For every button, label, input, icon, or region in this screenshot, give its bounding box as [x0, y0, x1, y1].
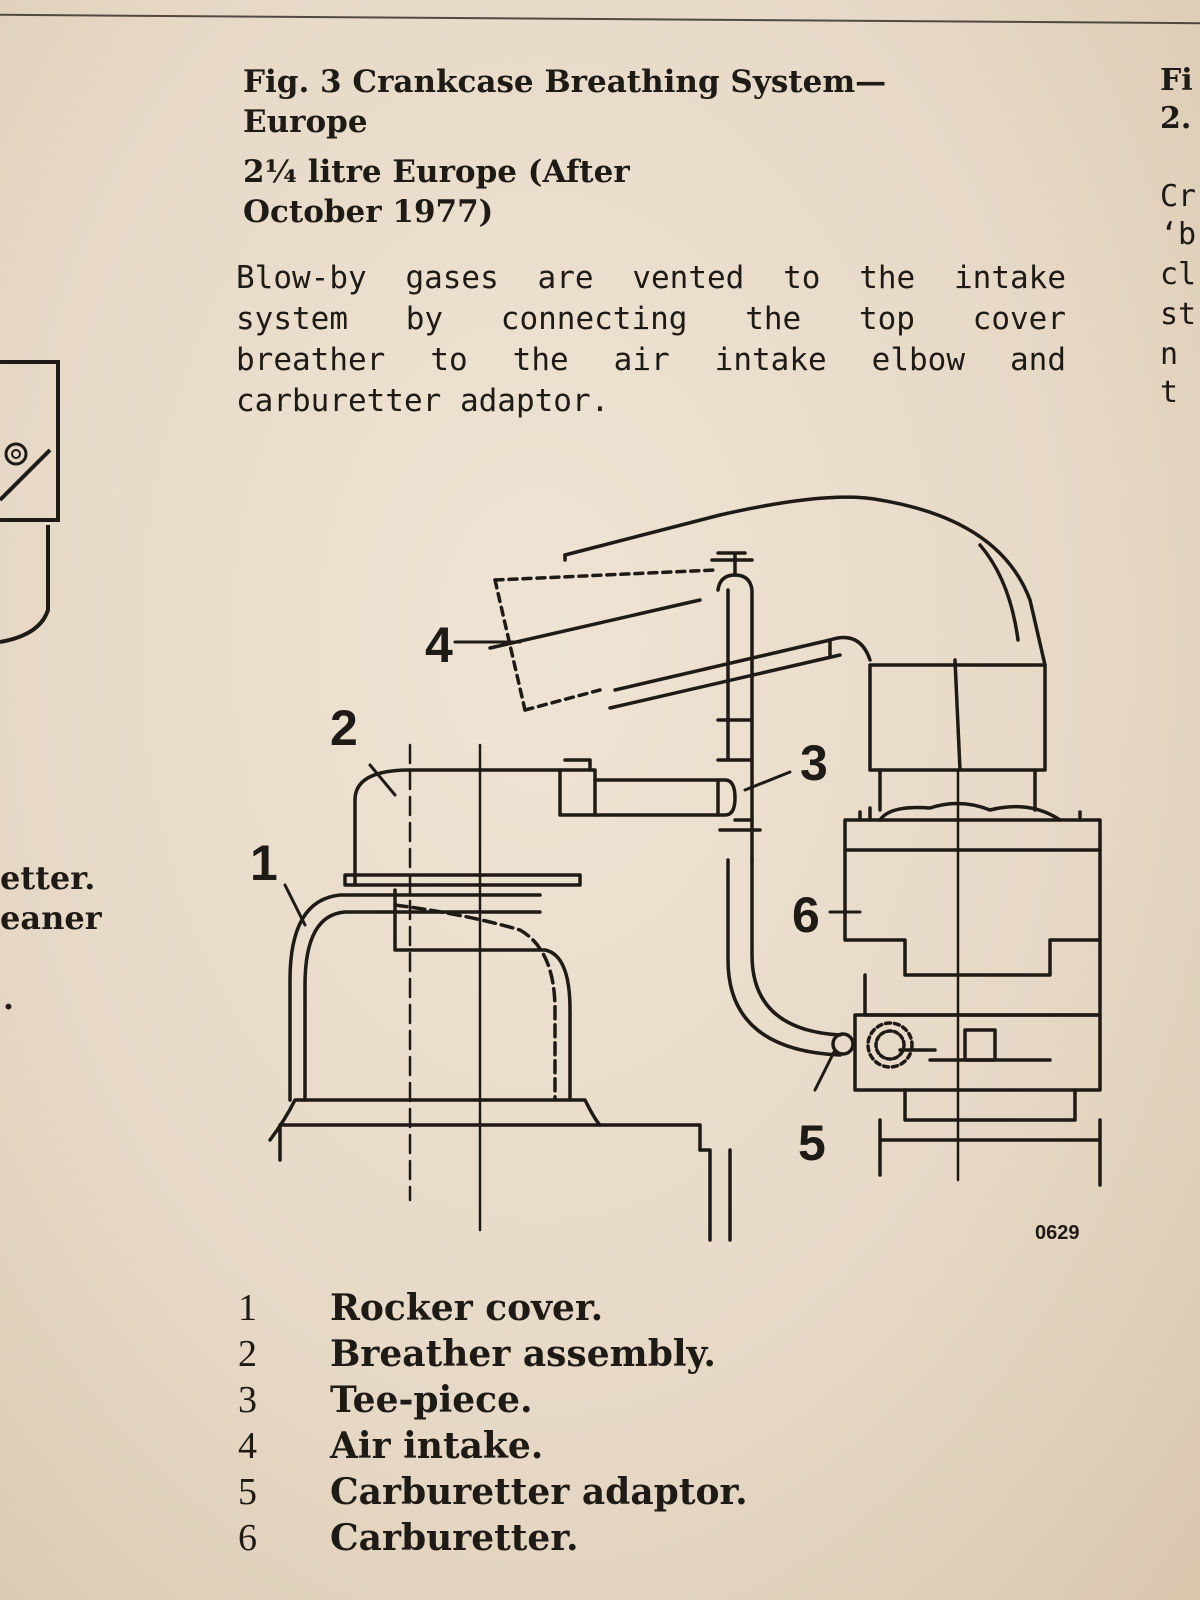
legend-number: 4	[238, 1425, 257, 1467]
body-line: Blow-by gases are vented to the intake	[236, 260, 1066, 296]
leader-lines	[283, 640, 862, 1092]
right-column-fragment: 2.	[1160, 101, 1192, 136]
right-column-fragment: ‘b	[1160, 217, 1197, 252]
breather-assembly-part	[343, 743, 737, 1232]
top-rule	[0, 13, 1200, 25]
diagram-label-4: 4	[425, 617, 453, 673]
right-column-fragment: Cr	[1160, 179, 1197, 214]
right-column-fragment: Fi	[1160, 63, 1193, 98]
legend-item: 1 Rocker cover.	[238, 1285, 1038, 1331]
legend-text: Breather assembly.	[330, 1333, 716, 1375]
legend-item: 5 Carburetter adaptor.	[238, 1469, 1038, 1515]
legend-text: Rocker cover.	[330, 1287, 604, 1329]
carburetter-part	[843, 768, 1102, 1187]
diagram-label-5: 5	[798, 1115, 826, 1171]
crankcase-breathing-diagram: 4 2 1 3 6 5	[250, 495, 1102, 1242]
legend-number: 6	[238, 1517, 257, 1559]
legend-text: Tee-piece.	[330, 1379, 533, 1421]
legend-number: 1	[238, 1287, 257, 1329]
legend-text: Carburetter.	[330, 1517, 579, 1559]
right-column-fragment: cl	[1160, 257, 1197, 292]
body-line: carburetter adaptor.	[236, 383, 610, 419]
parts-legend: 1 Rocker cover. 2 Breather assembly. 3 T…	[238, 1285, 1038, 1561]
diagram-label-1: 1	[250, 835, 278, 891]
figure-subtitle: 2¼ litre Europe (After October 1977)	[243, 152, 763, 232]
left-column-fragment: etter.	[0, 859, 96, 897]
legend-item: 2 Breather assembly.	[238, 1331, 1038, 1377]
body-paragraph: Blow-by gases are vented to the intake s…	[236, 258, 1066, 422]
figure-subtitle-line: 2¼ litre Europe (After	[243, 154, 630, 190]
legend-text: Air intake.	[330, 1425, 544, 1467]
air-intake-part	[488, 495, 1047, 812]
diagram-label-2: 2	[330, 700, 358, 756]
diagram-label-6: 6	[792, 887, 820, 943]
right-column-fragment: n	[1160, 337, 1179, 372]
breather-hose	[710, 551, 855, 1057]
legend-item: 3 Tee-piece.	[238, 1377, 1038, 1423]
left-column-fragment: .	[2, 979, 14, 1017]
legend-item: 4 Air intake.	[238, 1423, 1038, 1469]
legend-number: 3	[238, 1379, 257, 1421]
figure-title: Fig. 3 Crankcase Breathing System— Europ…	[243, 62, 943, 142]
figure-title-line: Fig. 3 Crankcase Breathing System—	[243, 64, 887, 100]
figure-code: 0629	[1035, 1222, 1080, 1244]
diagram-label-3: 3	[800, 735, 828, 791]
body-line: system by connecting the top cover	[236, 301, 1066, 337]
body-line: breather to the air intake elbow and	[236, 342, 1066, 378]
legend-number: 2	[238, 1333, 257, 1375]
left-column-fragment: eaner	[0, 899, 102, 937]
right-column-fragment: st	[1160, 297, 1197, 332]
legend-item: 6 Carburetter.	[238, 1515, 1038, 1561]
legend-number: 5	[238, 1471, 257, 1513]
right-column-fragment: t	[1160, 375, 1179, 410]
rocker-cover-part	[268, 888, 732, 1242]
left-partial-diagram	[0, 360, 60, 644]
figure-subtitle-line: October 1977)	[243, 194, 494, 230]
figure-title-line: Europe	[243, 104, 368, 140]
legend-text: Carburetter adaptor.	[330, 1471, 748, 1513]
